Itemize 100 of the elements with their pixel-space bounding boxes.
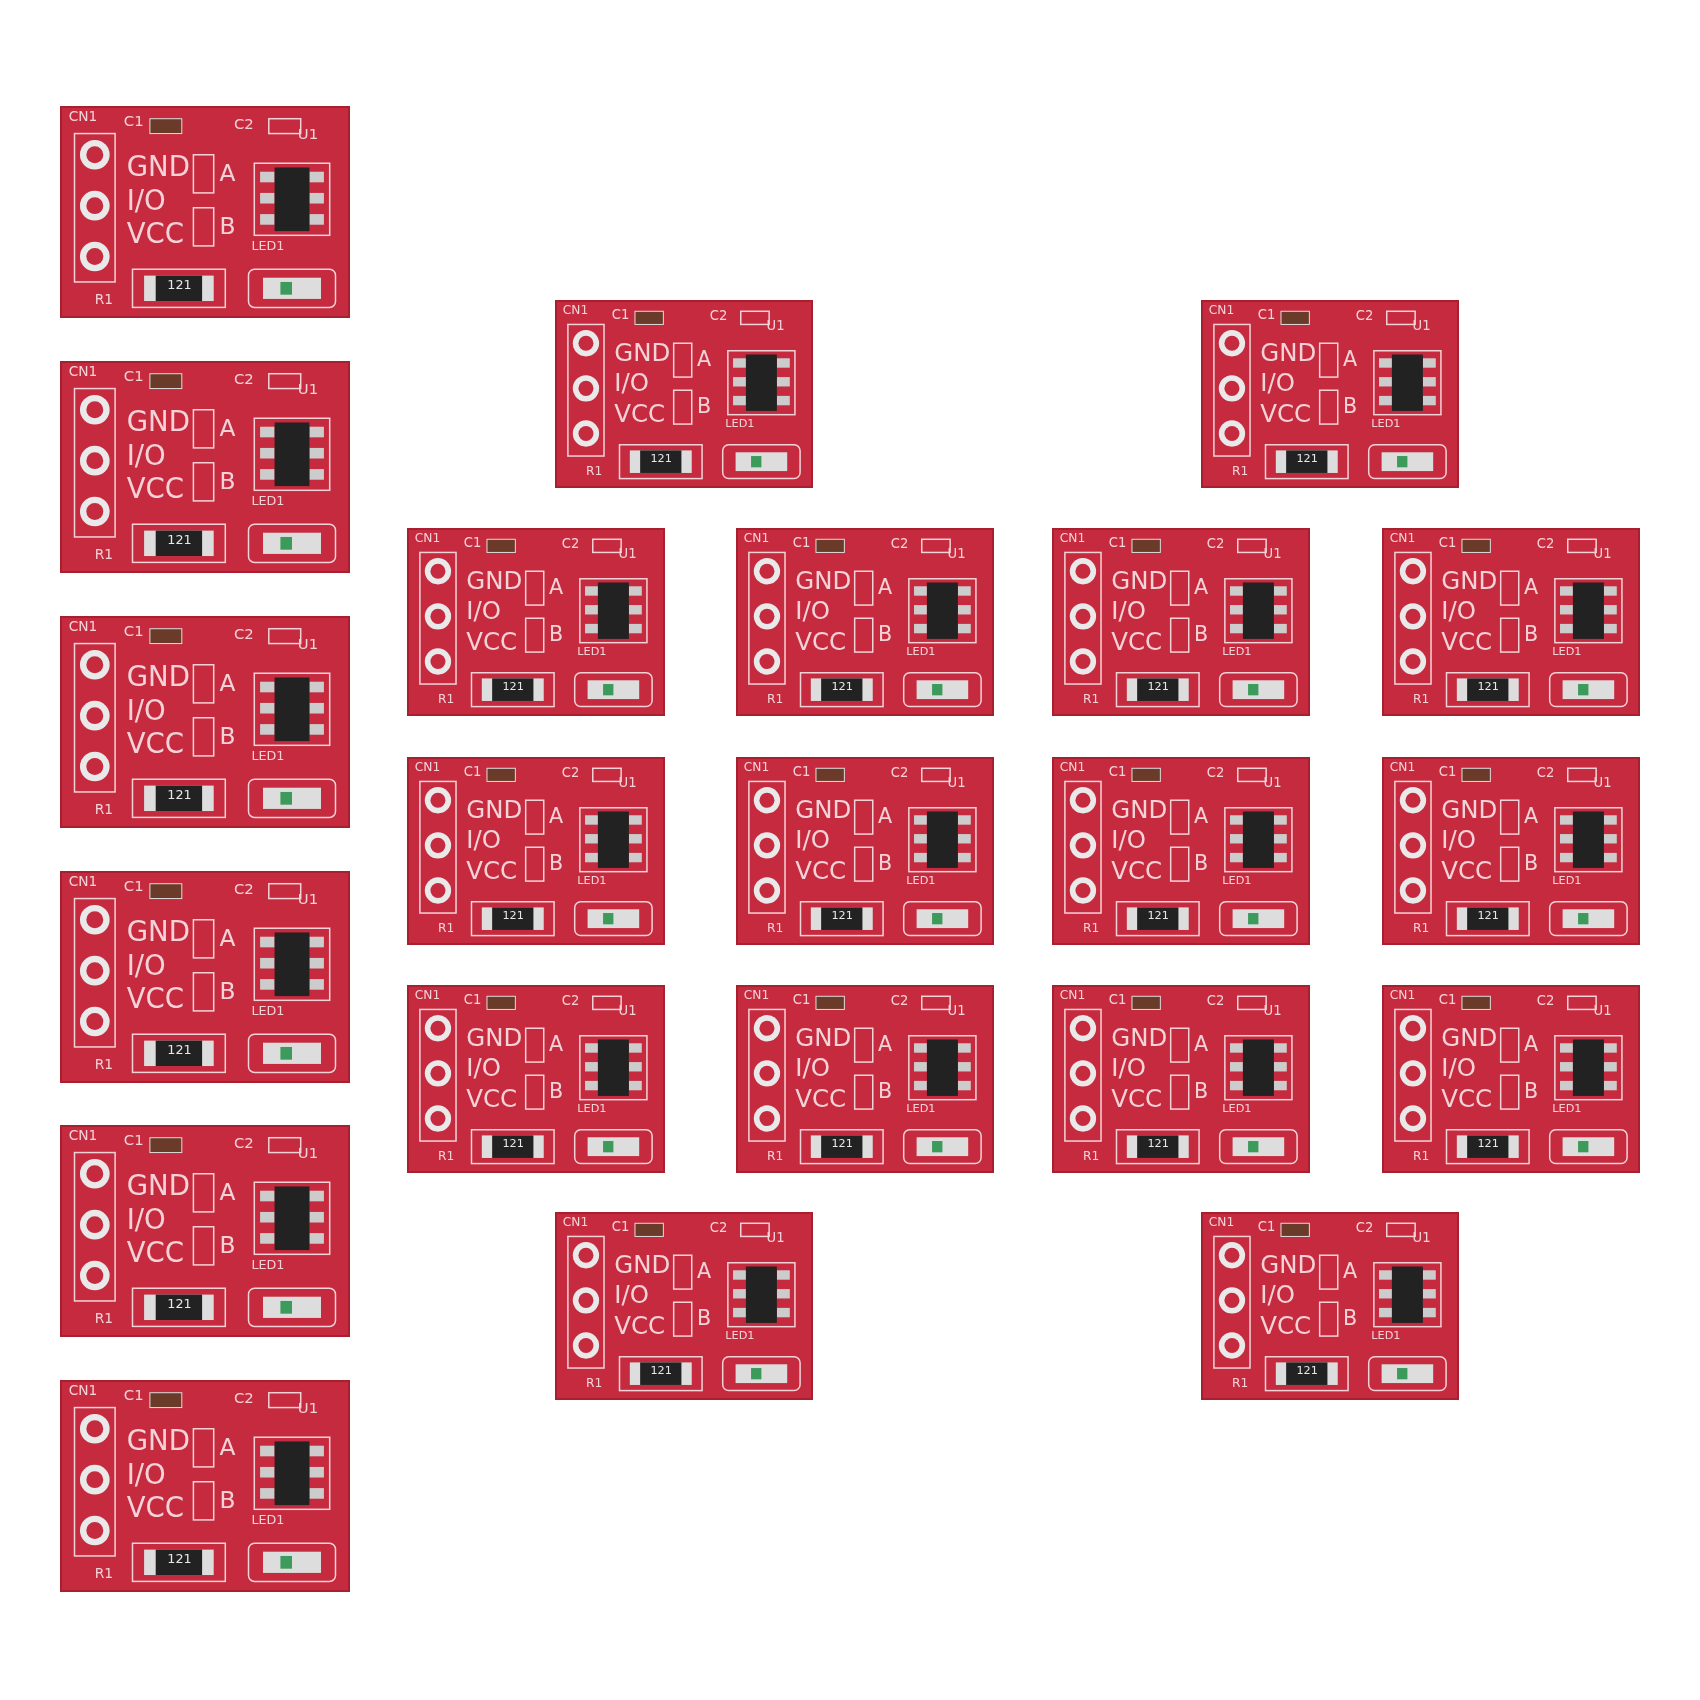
resistor-marking: 121 [1477, 681, 1499, 693]
silkscreen-label: LED1 [1371, 418, 1401, 430]
silkscreen-label: LED1 [1552, 646, 1582, 658]
silkscreen-label: C1 [123, 1388, 144, 1404]
resistor-marking: 121 [1296, 453, 1318, 465]
silkscreen-label: A [877, 1033, 893, 1055]
silkscreen-label: VCC [795, 629, 847, 654]
resistor-marking: 121 [831, 910, 853, 922]
silkscreen-label: A [219, 1180, 236, 1204]
silkscreen-label: R1 [1082, 1150, 1100, 1163]
silkscreen-label: R1 [1412, 693, 1430, 706]
silkscreen-label: CN1 [1208, 1215, 1235, 1228]
silkscreen-label: B [219, 469, 236, 493]
silkscreen-label: CN1 [743, 760, 770, 773]
circuit-board [60, 616, 350, 828]
silkscreen-label: I/O [126, 696, 166, 725]
silkscreen-label: VCC [126, 730, 184, 759]
silkscreen-label: C2 [709, 1221, 728, 1235]
silkscreen-label: C2 [1536, 537, 1555, 551]
silkscreen-label: U1 [947, 546, 966, 560]
silkscreen-label: U1 [1263, 1003, 1282, 1017]
silkscreen-label: LED1 [1371, 1330, 1401, 1342]
silkscreen-label: I/O [1260, 371, 1295, 396]
silkscreen-label: I/O [1111, 599, 1146, 624]
silkscreen-label: LED1 [906, 875, 936, 887]
silkscreen-label: C1 [1438, 764, 1457, 778]
silkscreen-label: VCC [126, 1494, 184, 1523]
silkscreen-label: C1 [123, 1133, 144, 1149]
silkscreen-label: VCC [466, 1086, 518, 1111]
silkscreen-label: GND [126, 917, 190, 946]
silkscreen-label: A [1523, 576, 1539, 598]
silkscreen-label: U1 [618, 1003, 637, 1017]
silkscreen-label: B [877, 623, 893, 645]
silkscreen-label: CN1 [414, 760, 441, 773]
silkscreen-label: B [548, 852, 564, 874]
silkscreen-label: C1 [792, 535, 811, 549]
silkscreen-label: R1 [766, 922, 784, 935]
silkscreen-label: R1 [766, 1150, 784, 1163]
silkscreen-label: C1 [1438, 992, 1457, 1006]
silkscreen-label: R1 [1231, 465, 1249, 478]
resistor-marking: 121 [1477, 910, 1499, 922]
silkscreen-label: C1 [1257, 307, 1276, 321]
silkscreen-label: A [877, 805, 893, 827]
silkscreen-label: R1 [437, 693, 455, 706]
silkscreen-label: A [1523, 805, 1539, 827]
resistor-marking: 121 [167, 533, 192, 547]
silkscreen-label: VCC [466, 629, 518, 654]
silkscreen-label: VCC [1441, 858, 1493, 883]
silkscreen-label: U1 [1263, 775, 1282, 789]
silkscreen-label: LED1 [1222, 646, 1252, 658]
silkscreen-label: C1 [1438, 535, 1457, 549]
silkscreen-label: CN1 [1059, 531, 1086, 544]
silkscreen-label: C2 [1206, 766, 1225, 780]
silkscreen-label: A [219, 1435, 236, 1459]
silkscreen-label: C1 [611, 307, 630, 321]
circuit-board [1201, 1212, 1459, 1400]
silkscreen-label: R1 [1082, 922, 1100, 935]
silkscreen-label: CN1 [562, 303, 589, 316]
silkscreen-label: CN1 [68, 1384, 98, 1398]
silkscreen-label: CN1 [743, 988, 770, 1001]
silkscreen-label: B [1342, 1307, 1358, 1329]
silkscreen-label: C1 [792, 764, 811, 778]
silkscreen-label: GND [126, 662, 190, 691]
silkscreen-label: U1 [1593, 546, 1612, 560]
silkscreen-label: C1 [1108, 764, 1127, 778]
circuit-board [1382, 528, 1640, 716]
silkscreen-label: C1 [463, 764, 482, 778]
silkscreen-label: B [696, 1307, 712, 1329]
silkscreen-label: C2 [1206, 994, 1225, 1008]
silkscreen-label: R1 [585, 465, 603, 478]
silkscreen-label: C1 [611, 1219, 630, 1233]
resistor-marking: 121 [1147, 1138, 1169, 1150]
silkscreen-label: CN1 [68, 1129, 98, 1143]
silkscreen-label: GND [795, 798, 852, 823]
silkscreen-label: A [1193, 576, 1209, 598]
silkscreen-label: VCC [1111, 1086, 1163, 1111]
silkscreen-label: GND [126, 1426, 190, 1455]
silkscreen-label: U1 [947, 775, 966, 789]
silkscreen-label: R1 [94, 1057, 114, 1072]
silkscreen-label: B [877, 852, 893, 874]
silkscreen-label: I/O [614, 1283, 649, 1308]
silkscreen-label: B [696, 395, 712, 417]
silkscreen-label: B [219, 724, 236, 748]
silkscreen-label: A [1523, 1033, 1539, 1055]
silkscreen-label: VCC [1441, 1086, 1493, 1111]
resistor-marking: 121 [502, 1138, 524, 1150]
silkscreen-label: C2 [890, 537, 909, 551]
silkscreen-label: B [1523, 623, 1539, 645]
silkscreen-label: R1 [94, 292, 114, 307]
silkscreen-label: I/O [1441, 599, 1476, 624]
silkscreen-label: GND [126, 152, 190, 181]
silkscreen-label: GND [1111, 569, 1168, 594]
silkscreen-label: C2 [561, 537, 580, 551]
silkscreen-label: I/O [126, 1205, 166, 1234]
resistor-marking: 121 [1477, 1138, 1499, 1150]
silkscreen-label: B [1193, 623, 1209, 645]
silkscreen-label: A [877, 576, 893, 598]
silkscreen-label: B [219, 1488, 236, 1512]
silkscreen-label: C2 [561, 766, 580, 780]
silkscreen-label: CN1 [414, 531, 441, 544]
